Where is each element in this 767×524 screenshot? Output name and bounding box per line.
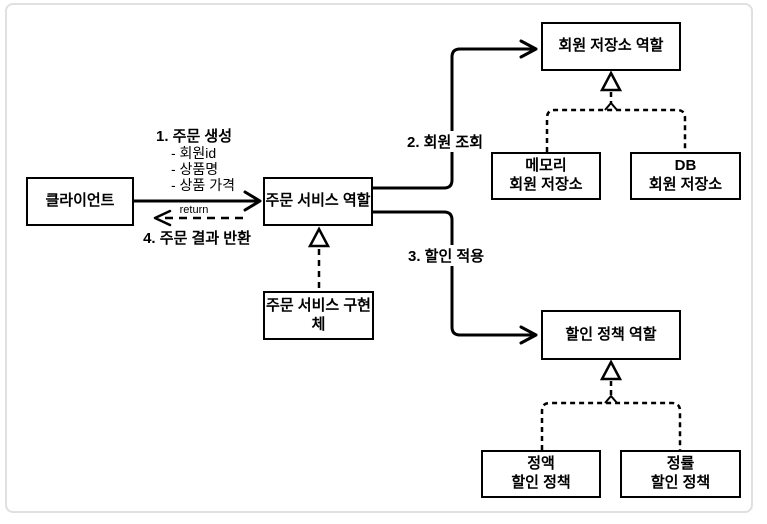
- edge-step2-line: [373, 47, 533, 190]
- realization-triangle-discount-policy: [599, 359, 623, 381]
- node-discount-policy-role: 할인 정책 역할: [541, 310, 681, 360]
- edge-label-step4-return: return: [179, 204, 209, 216]
- node-order-service-role: 주문 서비스 역할: [263, 177, 373, 226]
- node-client: 클라이언트: [26, 177, 134, 226]
- edge-label-step3-discount-apply: 3. 할인 적용: [404, 245, 488, 266]
- edge-step1-param-product-price: - 상품 가격: [171, 177, 235, 193]
- edge-label-step4-order-result: 4. 주문 결과 반환: [143, 230, 251, 247]
- realization-triangle-member-repo: [599, 70, 623, 92]
- edge-step3-line: [373, 210, 533, 337]
- edge-step2-arrowhead: [519, 39, 538, 59]
- realization-triangle-order-service: [307, 226, 331, 248]
- diagram-frame: [5, 3, 753, 513]
- edge-label-step2-member-lookup: 2. 회원 조회: [403, 131, 487, 152]
- edge-step4-arrowhead: [153, 209, 172, 227]
- node-db-member-repo: DB 회원 저장소: [630, 152, 741, 200]
- edge-step1-arrowhead: [243, 190, 262, 212]
- node-rate-discount-policy: 정률 할인 정책: [620, 450, 741, 498]
- node-member-repo-role: 회원 저장소 역할: [541, 22, 681, 71]
- edge-step3-arrowhead: [519, 325, 538, 345]
- edge-step1-param-list: - 회원id - 상품명 - 상품 가격: [171, 145, 235, 193]
- realization-dash-member-repo-tree: [545, 108, 687, 152]
- node-fixed-discount-policy: 정액 할인 정책: [481, 450, 601, 498]
- edge-label-step1-order-create: 1. 주문 생성: [155, 128, 233, 145]
- node-order-service-impl: 주문 서비스 구현체: [263, 291, 374, 340]
- edge-step1-param-product-name: - 상품명: [171, 161, 219, 177]
- edge-step1-param-member-id: - 회원id: [171, 145, 217, 161]
- realization-caret-member-repo: [604, 101, 618, 111]
- realization-caret-discount-policy: [604, 394, 618, 404]
- realization-dash-discount-policy-tree: [540, 401, 682, 450]
- node-memory-member-repo: 메모리 회원 저장소: [491, 152, 601, 200]
